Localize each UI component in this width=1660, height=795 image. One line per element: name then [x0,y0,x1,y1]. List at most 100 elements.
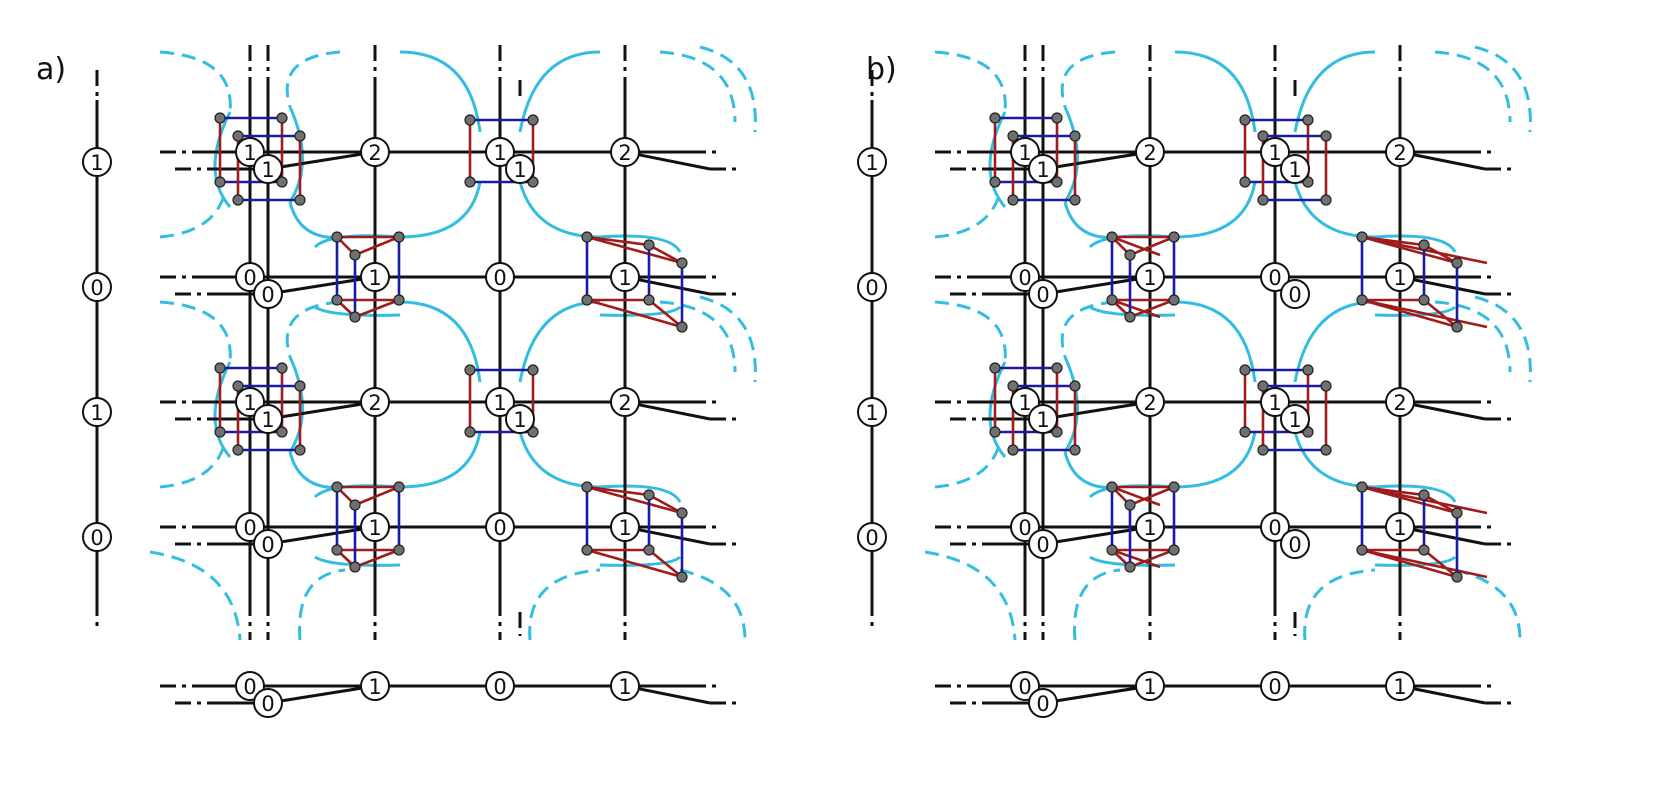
hopping-curve [1374,234,1457,253]
lattice-node-label: 0 [1268,266,1281,290]
bottom-offset-node-circle [253,688,283,718]
site-dot [676,571,688,583]
hopping-curve [1089,305,1176,317]
lattice-node-circle [1260,387,1290,417]
site-dot [989,176,1001,188]
hopping-curve [1174,181,1257,239]
offset-node-circle [1280,279,1310,309]
bottom-node-circle [1135,671,1165,701]
chain-node-label: 1 [90,151,103,175]
lattice-horizontal [1042,525,1151,546]
lattice-node-label: 1 [243,141,256,165]
bond [1111,298,1161,319]
offset-node-circle [1280,154,1310,184]
bottom-node-label: 1 [1143,675,1156,699]
chain-node-circle [857,397,887,427]
site-dot [1007,380,1019,392]
site-dot [1451,257,1463,269]
lattice-node-circle [610,387,640,417]
offset-node-label: 1 [1036,158,1049,182]
site-dot [581,231,593,243]
offset-node-label: 0 [1036,283,1049,307]
site-dot [294,380,306,392]
lattice-horizontal [267,525,376,546]
lattice-node-label: 1 [1143,266,1156,290]
lattice-node-circle [1385,387,1415,417]
site-dot [349,499,361,511]
hopping-curve [1174,50,1257,133]
hopping-curve [518,181,601,239]
site-dot [1069,194,1081,206]
bond [1361,548,1488,579]
site-dot [1007,194,1019,206]
bottom-node-label: 0 [493,675,506,699]
lattice-node-label: 2 [1393,141,1406,165]
offset-node-label: 1 [1288,408,1301,432]
offset-node-label: 1 [261,158,274,182]
lattice-node-circle [1385,512,1415,542]
site-dot [1257,194,1269,206]
lattice-node-circle [1135,512,1165,542]
site-dot [1069,130,1081,142]
lattice-node-label: 1 [618,516,631,540]
bond [648,548,683,579]
site-dot [581,294,593,306]
site-dot [1356,481,1368,493]
chain-node-circle [82,397,112,427]
site-dot [1168,544,1180,556]
hopping-curve [1434,50,1512,123]
bond [354,235,400,257]
offset-node-circle [253,154,283,184]
site-dot [1418,489,1430,501]
bottom-offset-node-label: 0 [261,692,274,716]
site-dot [393,544,405,556]
lattice-node-circle [360,262,390,292]
lattice-node-label: 1 [1143,516,1156,540]
bond [1129,485,1175,507]
offset-node-label: 1 [513,408,526,432]
site-dot [1069,380,1081,392]
hopping-curve [1293,181,1376,239]
offset-node-label: 1 [513,158,526,182]
site-dot [464,364,476,376]
bond-plaquettes [989,112,1488,583]
site-dot [214,176,226,188]
lattice-node-label: 1 [493,391,506,415]
offset-node-label: 0 [1288,283,1301,307]
site-dot [232,444,244,456]
site-dot [464,176,476,188]
lattice-node-label: 2 [1143,391,1156,415]
chain-node-label: 0 [865,276,878,300]
bond [648,493,683,515]
lattice-node-label: 0 [493,266,506,290]
lattice-node-label: 1 [1268,391,1281,415]
site-dot [1106,481,1118,493]
hopping-curve [1293,431,1376,489]
bond [1111,235,1161,257]
site-dot [1069,444,1081,456]
lattice-horizontal [1042,275,1151,296]
hopping-curve [659,50,737,123]
hopping-curve [1303,568,1376,641]
lattice-node-label: 0 [1018,516,1031,540]
chain-node-circle [857,147,887,177]
lattice-node-circle [610,262,640,292]
site-dot [527,114,539,126]
site-dot [643,239,655,251]
hopping-curve [699,45,757,133]
hopping-curve [599,305,682,317]
site-dot [1257,380,1269,392]
site-dot [581,481,593,493]
site-dot [676,321,688,333]
site-dot [1418,544,1430,556]
bottom-node-circle [1385,671,1415,701]
site-dot [276,176,288,188]
lattice-horizontal [1042,400,1151,421]
chain-node-circle [82,147,112,177]
hopping-curve [518,50,601,133]
chain-node-circle [857,522,887,552]
site-dot [464,114,476,126]
hopping-curve [934,441,1002,489]
